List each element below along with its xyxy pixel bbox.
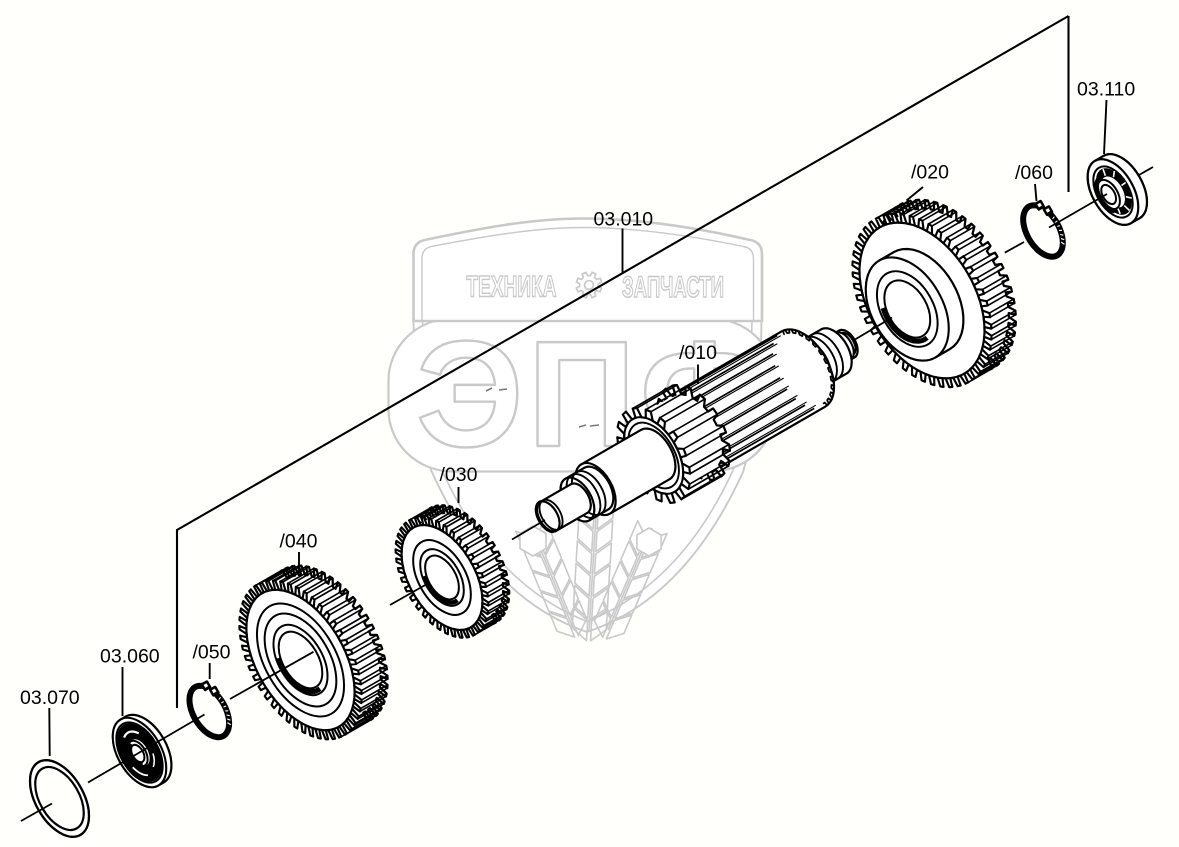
svg-text:03.060: 03.060: [100, 646, 160, 668]
svg-text:/020: /020: [911, 162, 949, 184]
svg-text:/050: /050: [193, 642, 231, 664]
svg-text:/060: /060: [1015, 162, 1053, 184]
svg-text:03.070: 03.070: [20, 687, 80, 709]
svg-text:03.010: 03.010: [594, 209, 654, 231]
svg-text:ТЕХНИКА: ТЕХНИКА: [467, 271, 557, 304]
svg-text:03.110: 03.110: [1077, 79, 1135, 101]
svg-text:ЗАПЧАСТИ: ЗАПЧАСТИ: [622, 271, 724, 304]
svg-text:/040: /040: [280, 531, 318, 553]
svg-text:/030: /030: [440, 464, 478, 486]
svg-text:/010: /010: [679, 342, 717, 364]
